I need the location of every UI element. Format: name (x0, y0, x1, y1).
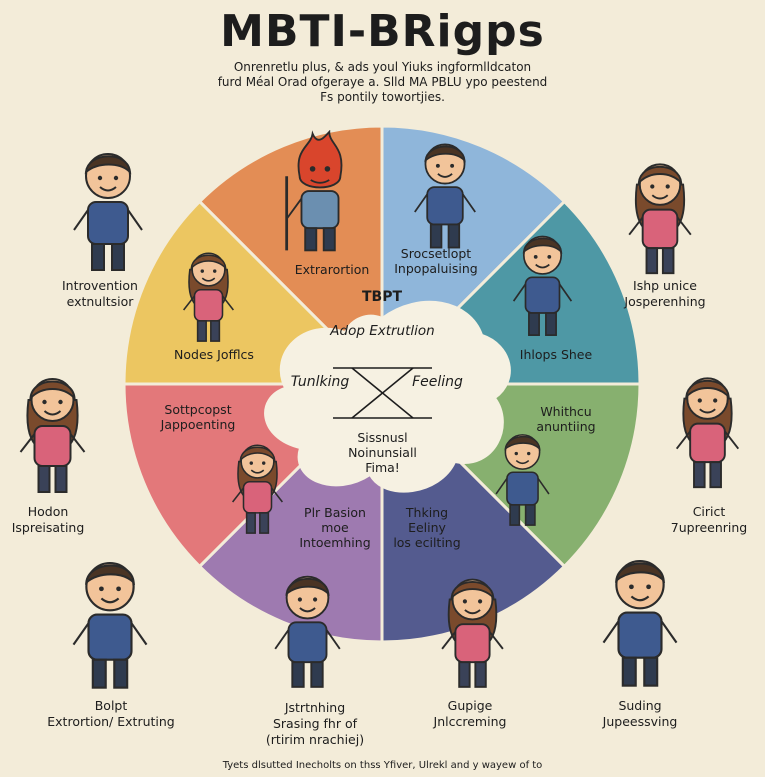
character-crown-icon (72, 561, 148, 689)
segment-label-thinking: Whithcu anuntiing (506, 404, 626, 434)
character-person-icon (182, 252, 235, 342)
character-person-icon (628, 163, 692, 275)
outer-label-top-left: Introvention extnultsior (40, 278, 160, 310)
center-subheading: Adop Extrutlion (330, 323, 435, 339)
page-title: MBTI-BRigps (220, 6, 545, 57)
segment-label-extraversion: Extrarortion (262, 262, 402, 277)
segment-label-line: Srocsetlopt (400, 246, 472, 261)
center-hourglass-icon (333, 367, 432, 419)
outer-label-line: extnultsior (66, 294, 134, 309)
outer-label-line: Extrortion/ Extruting (47, 714, 175, 729)
segment-label-line: Jappoenting (160, 417, 236, 432)
center-left-label: Tunlking (290, 374, 350, 390)
character-fire-icon (285, 130, 343, 252)
outer-label-line: Introvention (62, 278, 138, 293)
segment-label-line: Intoemhing (299, 535, 371, 550)
outer-label-line: 7upreenring (670, 520, 748, 535)
outer-label-line: Suding (618, 698, 662, 713)
outer-label-mid-right: Cirict 7upreenring (655, 504, 763, 536)
character-person-icon (274, 575, 341, 688)
outer-label-bottom-3: Gupige Jnlccreming (410, 698, 530, 730)
segment-label-line: los ecilting (393, 535, 461, 550)
outer-label-bottom-4: Suding Jupeessving (580, 698, 700, 730)
outer-label-line: Srasing fhr of (272, 716, 358, 731)
segment-label-line: anuntiing (536, 419, 596, 434)
center-bottom-line: Sissnusl (357, 430, 408, 445)
outer-label-mid-left: Hodon Ispreisating (0, 504, 96, 536)
character-person-icon (413, 143, 477, 249)
character-person-icon (675, 377, 740, 489)
character-person-icon (441, 578, 504, 688)
center-bottom-line: Fima! (365, 460, 400, 475)
outer-label-line: Jnlccreming (433, 714, 507, 729)
segment-label-line: Extrarortion (294, 262, 370, 277)
center-heading: TBPT (361, 289, 403, 305)
segment-label-line: Plr Basion (304, 505, 366, 520)
outer-label-line: Hodon (27, 504, 69, 519)
segment-label-line: Thking (405, 505, 449, 520)
subtitle: Onrenretlu plus, & ads youl Yiuks ingfor… (170, 60, 595, 105)
center-bottom-text: Sissnusl Noinunsiall Fima! (320, 430, 445, 475)
segment-label-line: moe (321, 520, 349, 535)
segment-label-line: Sottpcopst (164, 402, 232, 417)
outer-label-line: Gupige (447, 698, 493, 713)
outer-label-line: Cirict (692, 504, 726, 519)
segment-label-line: Inpopaluising (394, 261, 478, 276)
subtitle-line: furd Méal Orad ofgeraye a. Slld MA PBLU … (217, 75, 548, 89)
character-person-icon (495, 434, 550, 526)
center-bottom-line: Noinunsiall (348, 445, 417, 460)
outer-label-line: Ishp unice (633, 278, 697, 293)
segment-label-line: Whithcu (540, 404, 592, 419)
segment-label-line: Eeliny (408, 520, 446, 535)
segment-label-intuition: Ihlops Shee (496, 347, 616, 362)
segment-label-introversion: Nodes Jofflcs (152, 347, 276, 362)
subtitle-line: Fs pontily towortjies. (320, 90, 445, 104)
character-person-icon (512, 235, 573, 336)
wheel-segment (197, 124, 384, 388)
outer-label-line: Jupeessving (602, 714, 678, 729)
character-person-icon (231, 444, 284, 534)
outer-label-bottom-2: Jstrtnhing Srasing fhr of (rtirim nrachi… (250, 700, 380, 748)
center-right-label: Feeling (412, 374, 463, 390)
outer-label-top-right: Ishp unice Josperenhing (600, 278, 730, 310)
segment-label-feeling: Thking Eeliny los ecilting (372, 505, 482, 550)
outer-label-line: Bolpt (94, 698, 128, 713)
outer-label-line: (rtirim nrachiej) (265, 732, 365, 747)
subtitle-line: Onrenretlu plus, & ads youl Yiuks ingfor… (233, 60, 532, 74)
character-person-icon (73, 153, 143, 271)
outer-label-line: Josperenhing (624, 294, 706, 309)
segment-label-line: Nodes Jofflcs (174, 347, 254, 362)
outer-label-line: Jstrtnhing (284, 700, 346, 715)
outer-label-bottom-1: Bolpt Extrortion/ Extruting (36, 698, 186, 730)
outer-label-line: Ispreisating (11, 520, 85, 535)
segment-label-line: Ihlops Shee (519, 347, 593, 362)
character-person-icon (19, 378, 86, 493)
segment-label-sensing: Srocsetlopt Inpopaluising (376, 246, 496, 276)
segment-label-perceiving: Plr Basion moe Intoemhing (280, 505, 390, 550)
segment-label-judging: Sottpcopst Jappoenting (138, 402, 258, 432)
footer-note: Tyets dlsutted Inecholts on thss Yfiver,… (222, 760, 543, 771)
character-person-icon (602, 559, 678, 687)
